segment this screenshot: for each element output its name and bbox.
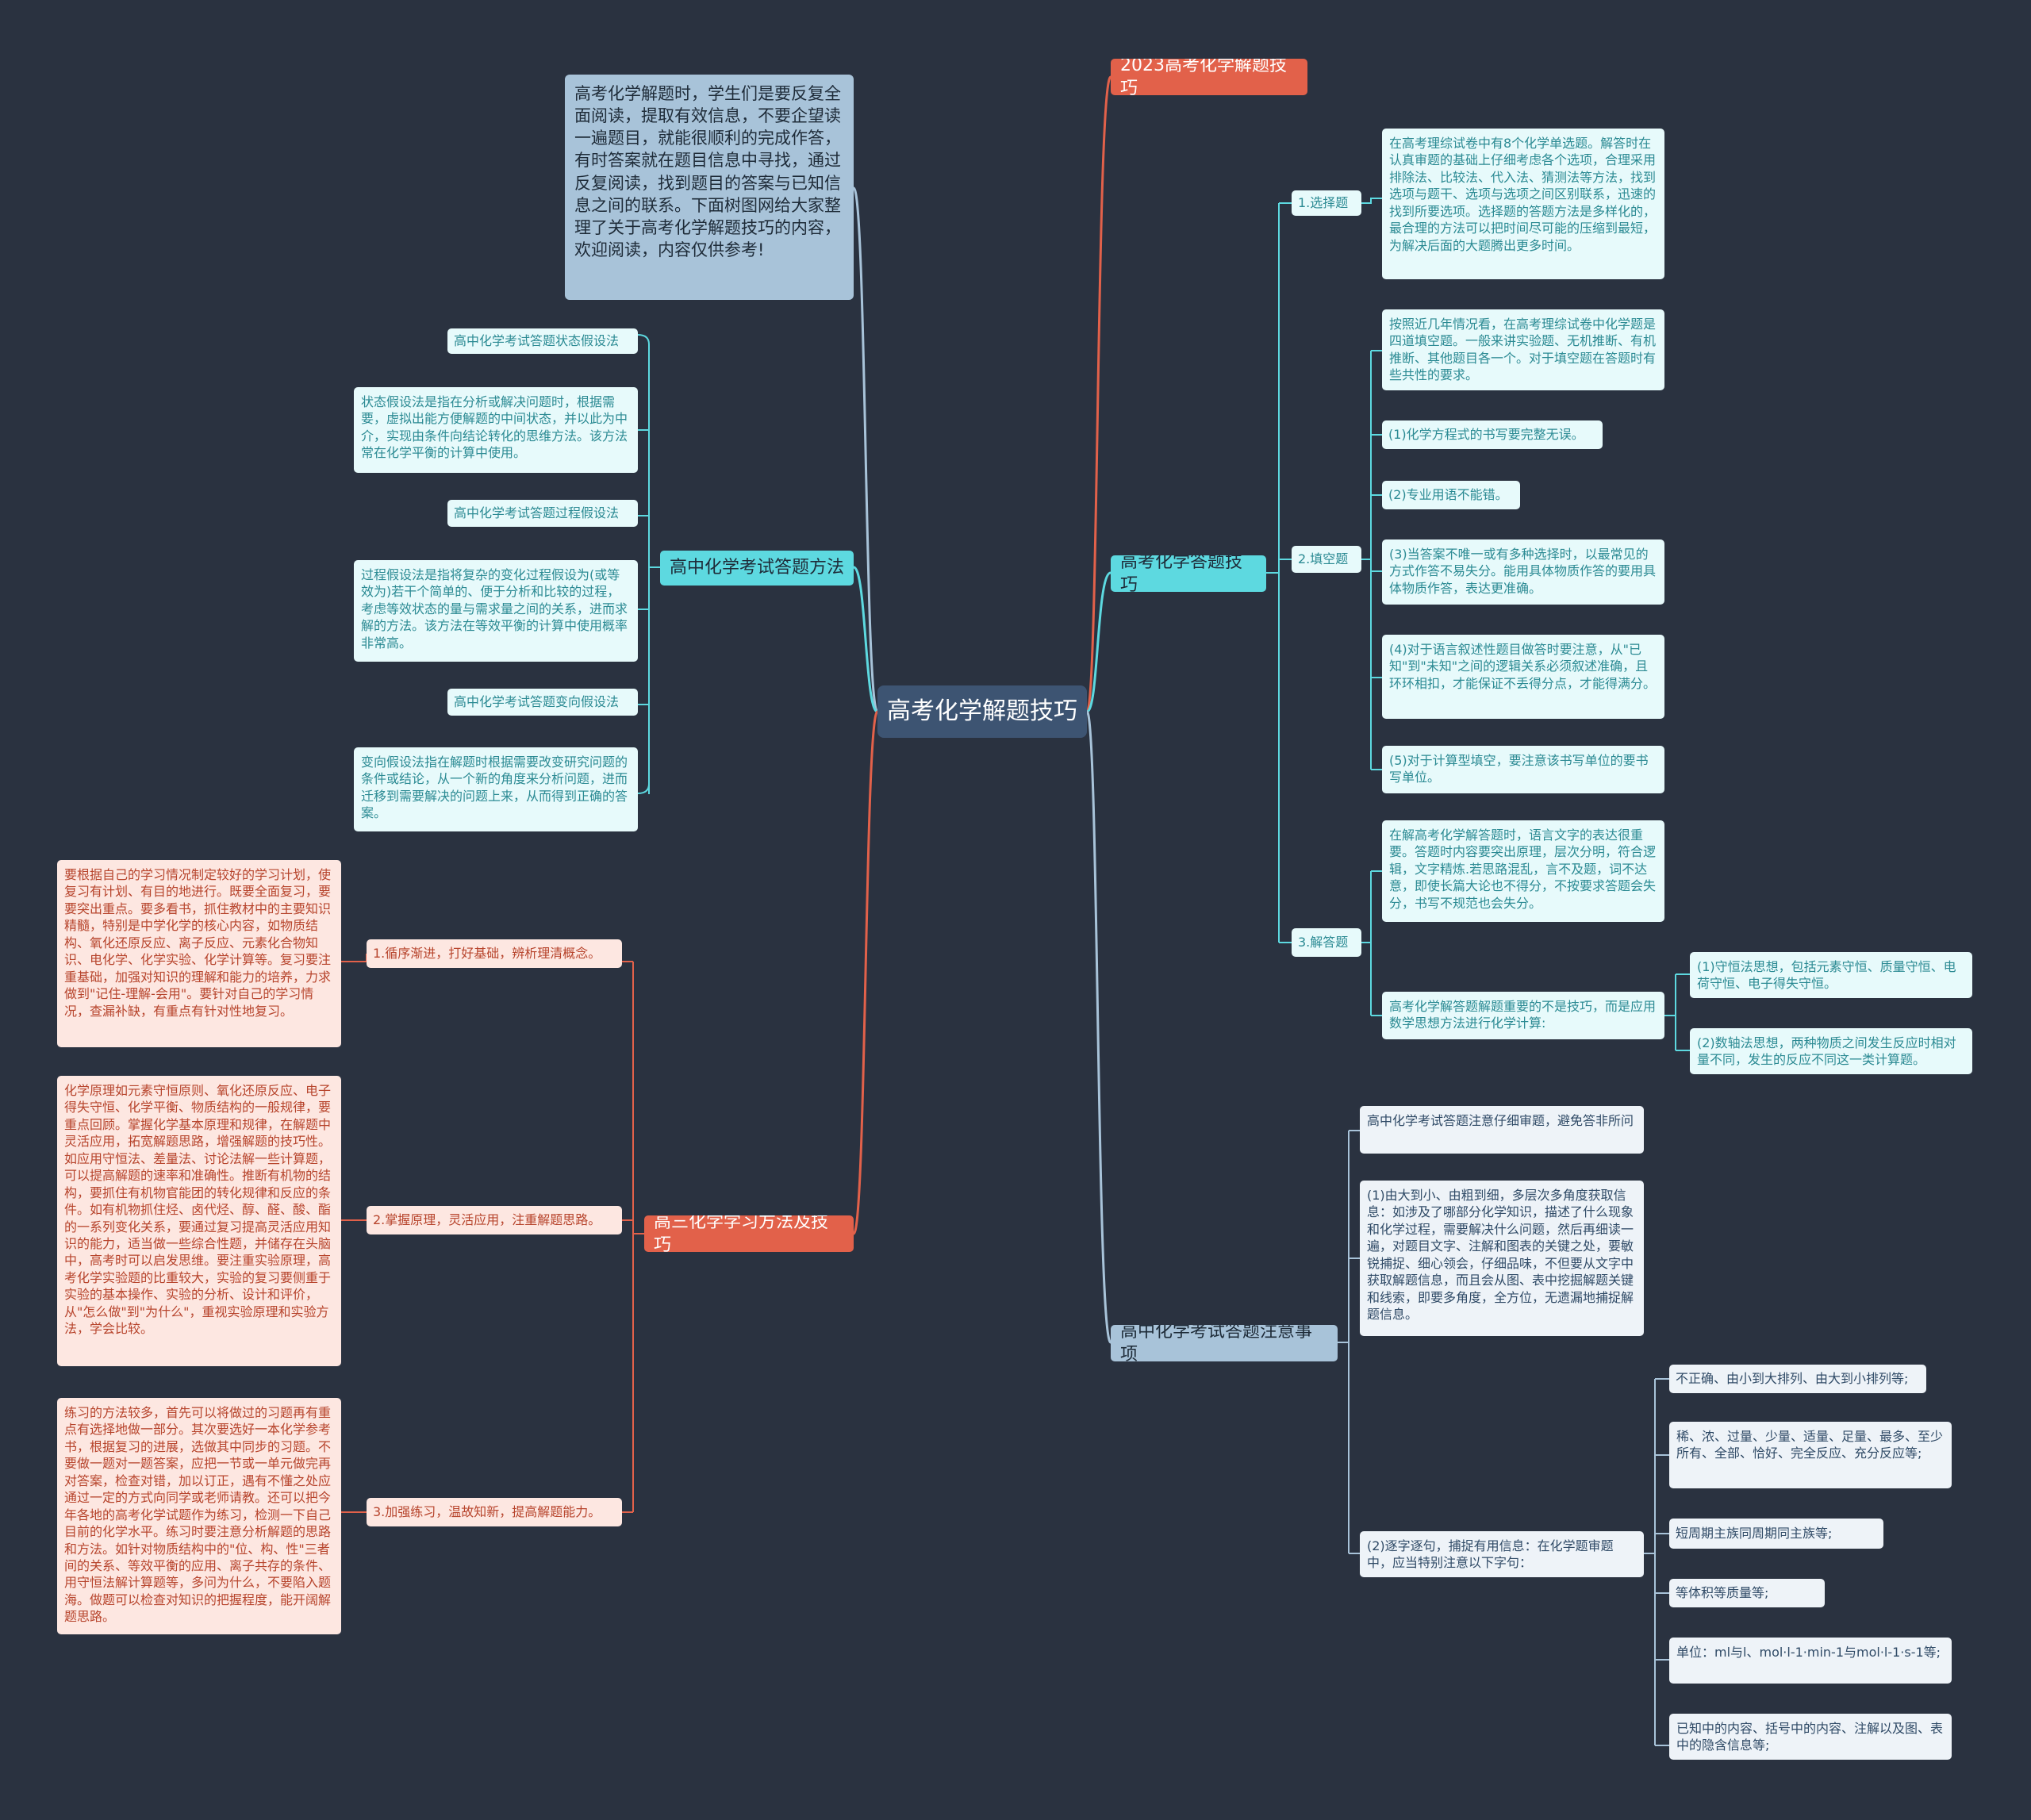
skill-fill-item-5[interactable]: (5)对于计算型填空，要注意该书写单位的要书写单位。	[1382, 746, 1664, 793]
branch-exam-notes[interactable]: 高中化学考试答题注意事项	[1111, 1325, 1338, 1361]
link-root-study	[852, 710, 879, 1235]
notes-detail-1[interactable]: (1)由大到小、由粗到细，多层次多角度获取信息：如涉及了哪部分化学知识，描述了什…	[1360, 1181, 1644, 1336]
branch-answer-skills[interactable]: 高考化学答题技巧	[1111, 555, 1266, 592]
study-step-3-label[interactable]: 3.加强练习，温故知新，提高解题能力。	[367, 1498, 622, 1526]
notes-keyword-2[interactable]: 短周期主族同周期同主族等;	[1669, 1519, 1883, 1549]
method-process-assumption-detail[interactable]: 过程假设法是指将复杂的变化过程假设为(或等效为)若干个简单的、便于分析和比较的过…	[354, 560, 638, 662]
notes-keyword-3[interactable]: 等体积等质量等;	[1669, 1579, 1825, 1607]
link-root-methods	[852, 566, 879, 713]
skill-fill-item-1[interactable]: (1)化学方程式的书写要完整无误。	[1382, 420, 1603, 449]
method-state-assumption-detail[interactable]: 状态假设法是指在分析或解决问题时，根据需要，虚拟出能方便解题的中间状态，并以此为…	[354, 387, 638, 473]
notes-keyword-5[interactable]: 已知中的内容、括号中的内容、注解以及图、表中的隐含信息等;	[1669, 1714, 1952, 1760]
method-direction-assumption-detail[interactable]: 变向假设法指在解题时根据需要改变研究问题的条件或结论，从一个新的角度来分析问题，…	[354, 747, 638, 831]
study-step-2-detail[interactable]: 化学原理如元素守恒原则、氧化还原反应、电子得失守恒、化学平衡、物质结构的一般规律…	[57, 1076, 341, 1366]
branch-study-methods[interactable]: 高三化学学习方法及技巧	[644, 1215, 854, 1252]
notes-keyword-0[interactable]: 不正确、由小到大排列、由大到小排列等;	[1669, 1365, 1926, 1393]
skill-fill-label[interactable]: 2.填空题	[1292, 546, 1361, 573]
notes-intro[interactable]: 高中化学考试答题注意仔细审题，避免答非所问	[1360, 1106, 1644, 1154]
skill-answer-label[interactable]: 3.解答题	[1292, 928, 1361, 957]
study-step-1-label[interactable]: 1.循序渐进，打好基础，辨析理清概念。	[367, 939, 622, 968]
study-step-1-detail[interactable]: 要根据自己的学习情况制定较好的学习计划，使复习有计划、有目的地进行。既要全面复习…	[57, 860, 341, 1047]
notes-keyword-1[interactable]: 稀、浓、过量、少量、适量、足量、最多、至少所有、全部、恰好、完全反应、充分反应等…	[1669, 1422, 1952, 1488]
branch-exam-methods[interactable]: 高中化学考试答题方法	[660, 551, 854, 586]
skill-answer-math-item-1[interactable]: (2)数轴法思想，两种物质之间发生反应时相对量不同，发生的反应不同这一类计算题。	[1690, 1028, 1972, 1074]
link-root-2023	[1085, 75, 1112, 713]
skill-fill-item-3[interactable]: (3)当答案不唯一或有多种选择时，以最常见的方式作答不易失分。能用具体物质作答的…	[1382, 539, 1664, 605]
skill-fill-item-2[interactable]: (2)专业用语不能错。	[1382, 481, 1520, 509]
notes-detail-2[interactable]: (2)逐字逐句，捕捉有用信息：在化学题审题中，应当特别注意以下字句：	[1360, 1531, 1644, 1577]
skill-answer-math-item-0[interactable]: (1)守恒法思想，包括元素守恒、质量守恒、电荷守恒、电子得失守恒。	[1690, 952, 1972, 998]
link-root-intro	[852, 186, 879, 713]
skill-choice-label[interactable]: 1.选择题	[1292, 190, 1361, 216]
skill-fill-item-0[interactable]: 按照近几年情况看，在高考理综试卷中化学题是四道填空题。一般来讲实验题、无机推断、…	[1382, 309, 1664, 390]
study-step-2-label[interactable]: 2.掌握原理，灵活应用，注重解题思路。	[367, 1206, 622, 1234]
method-direction-assumption-label[interactable]: 高中化学考试答题变向假设法	[447, 689, 638, 716]
method-process-assumption-label[interactable]: 高中化学考试答题过程假设法	[447, 500, 638, 527]
link-root-skills	[1085, 571, 1111, 713]
skill-fill-item-4[interactable]: (4)对于语言叙述性题目做答时要注意，从"已知"到"未知"之间的逻辑关系必须叙述…	[1382, 635, 1664, 719]
intro-summary[interactable]: 高考化学解题时，学生们是要反复全面阅读，提取有效信息，不要企望读一遍题目，就能很…	[565, 75, 854, 300]
root-topic[interactable]: 高考化学解题技巧	[877, 685, 1087, 738]
skill-answer-detail[interactable]: 在解高考化学解答题时，语言文字的表达很重要。答题时内容要突出原理，层次分明，符合…	[1382, 820, 1664, 922]
skill-choice-detail[interactable]: 在高考理综试卷中有8个化学单选题。解答时在认真审题的基础上仔细考虑各个选项，合理…	[1382, 129, 1664, 279]
method-state-assumption-label[interactable]: 高中化学考试答题状态假设法	[447, 328, 638, 354]
skill-answer-math[interactable]: 高考化学解答题解题重要的不是技巧，而是应用数学思想方法进行化学计算:	[1382, 992, 1664, 1039]
link-root-notes	[1085, 710, 1112, 1344]
study-step-3-detail[interactable]: 练习的方法较多，首先可以将做过的习题再有重点有选择地做一部分。其次要选好一本化学…	[57, 1398, 341, 1634]
branch-2023-title[interactable]: 2023高考化学解题技巧	[1111, 59, 1307, 95]
notes-keyword-4[interactable]: 单位：ml与l、mol·l-1·min-1与mol·l-1·s-1等;	[1669, 1638, 1952, 1684]
